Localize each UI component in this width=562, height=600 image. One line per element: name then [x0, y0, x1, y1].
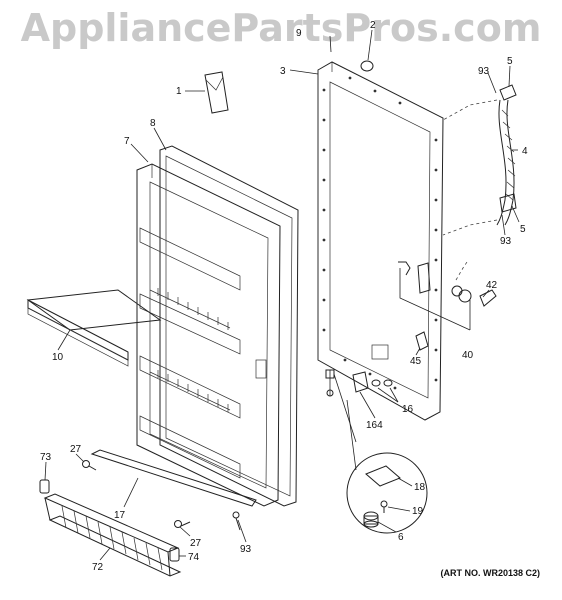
- part-7-door-liner[interactable]: [136, 163, 281, 507]
- part-8-door-gasket[interactable]: [159, 145, 299, 507]
- part-19-screw[interactable]: [380, 500, 388, 513]
- part-93-screw[interactable]: [232, 511, 241, 531]
- part-6-glide[interactable]: [363, 511, 379, 528]
- part-1-packet[interactable]: [204, 71, 229, 114]
- part-72-basket[interactable]: [43, 493, 182, 577]
- callout-4: 4: [522, 146, 528, 157]
- callout-164: 164: [366, 420, 383, 431]
- callout-27-bottom: 27: [190, 538, 202, 549]
- callout-9: 9: [296, 28, 302, 39]
- callout-72: 72: [92, 562, 104, 573]
- door-shelves: [139, 227, 241, 479]
- callout-74: 74: [188, 552, 200, 563]
- watermark-logo: AppliancePartsPros.com: [20, 6, 542, 50]
- part-10-shelf[interactable]: [26, 289, 162, 367]
- part-40-latch-assembly[interactable]: [398, 261, 472, 331]
- part-5-handle-cap-bottom[interactable]: [499, 193, 517, 213]
- part-74-end-cap[interactable]: [169, 547, 180, 562]
- part-42-bushing[interactable]: [479, 289, 497, 307]
- callout-40: 40: [462, 350, 474, 361]
- callout-3: 3: [280, 66, 286, 77]
- callout-6: 6: [398, 532, 404, 543]
- callout-73: 73: [40, 452, 52, 463]
- part-27-screw-top[interactable]: [82, 460, 97, 471]
- callout-1: 1: [176, 86, 182, 97]
- part-16-hinge-parts[interactable]: [352, 371, 393, 393]
- part-45-strike[interactable]: [415, 331, 429, 351]
- callout-10: 10: [52, 352, 64, 363]
- part-27-screw-bottom[interactable]: [174, 520, 191, 528]
- callout-16: 16: [402, 404, 414, 415]
- callout-93-top: 93: [478, 66, 490, 77]
- part-18-hinge-bracket[interactable]: [365, 465, 401, 487]
- callout-5-bottom: 5: [520, 224, 526, 235]
- callout-8: 8: [150, 118, 156, 129]
- part-73-end-cap[interactable]: [39, 479, 50, 494]
- callout-93-bottom: 93: [240, 544, 252, 555]
- door-screw-holes: [322, 76, 438, 390]
- callout-17: 17: [114, 510, 126, 521]
- callout-7: 7: [124, 136, 130, 147]
- art-number: (ART NO. WR20138 C2): [440, 568, 540, 578]
- detail-circle: [346, 399, 428, 534]
- part-17-rail[interactable]: [90, 449, 257, 507]
- callout-93-right: 93: [500, 236, 512, 247]
- callout-45: 45: [410, 356, 422, 367]
- callout-27-top: 27: [70, 444, 82, 455]
- callout-5-top: 5: [507, 56, 513, 67]
- part-5-handle-cap-top[interactable]: [499, 84, 517, 101]
- part-2-plug[interactable]: [360, 60, 374, 72]
- part-3-door-panel[interactable]: [317, 61, 444, 421]
- callout-42: 42: [486, 280, 498, 291]
- callout-2: 2: [370, 20, 376, 31]
- callout-19: 19: [412, 506, 424, 517]
- callout-18: 18: [414, 482, 426, 493]
